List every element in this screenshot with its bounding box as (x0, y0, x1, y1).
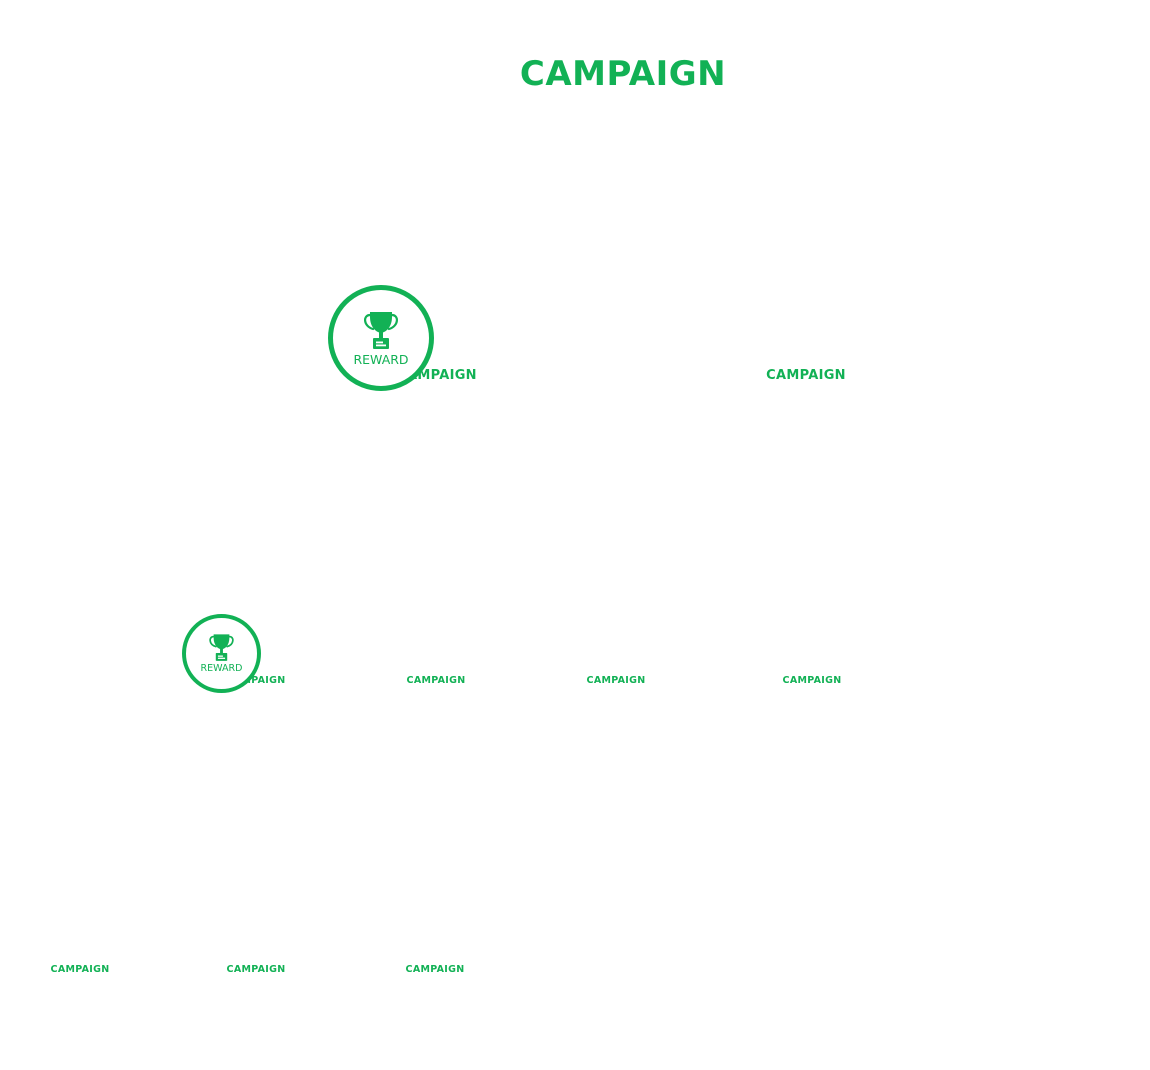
reward-badge-large: REWARD (328, 285, 434, 391)
reward-badge-label: REWARD (353, 351, 409, 367)
campaign-label-l3-2: CAMPAIGN (406, 675, 466, 686)
reward-badge-label: REWARD (200, 663, 243, 675)
campaign-label-l4-2: CAMPAIGN (226, 964, 286, 975)
campaign-title: CAMPAIGN (519, 54, 727, 94)
campaign-label-l3-4: CAMPAIGN (782, 675, 842, 686)
reward-badge-small: REWARD (182, 614, 261, 693)
campaign-label-l3-1: CAMPAIGN (226, 675, 286, 686)
campaign-label-l4-1: CAMPAIGN (50, 964, 110, 975)
campaign-label-l4-3: CAMPAIGN (405, 964, 465, 975)
campaign-label-l3-3: CAMPAIGN (586, 675, 646, 686)
trophy-icon (364, 311, 398, 349)
trophy-icon (209, 634, 234, 662)
campaign-label-l2-2: CAMPAIGN (766, 368, 846, 383)
